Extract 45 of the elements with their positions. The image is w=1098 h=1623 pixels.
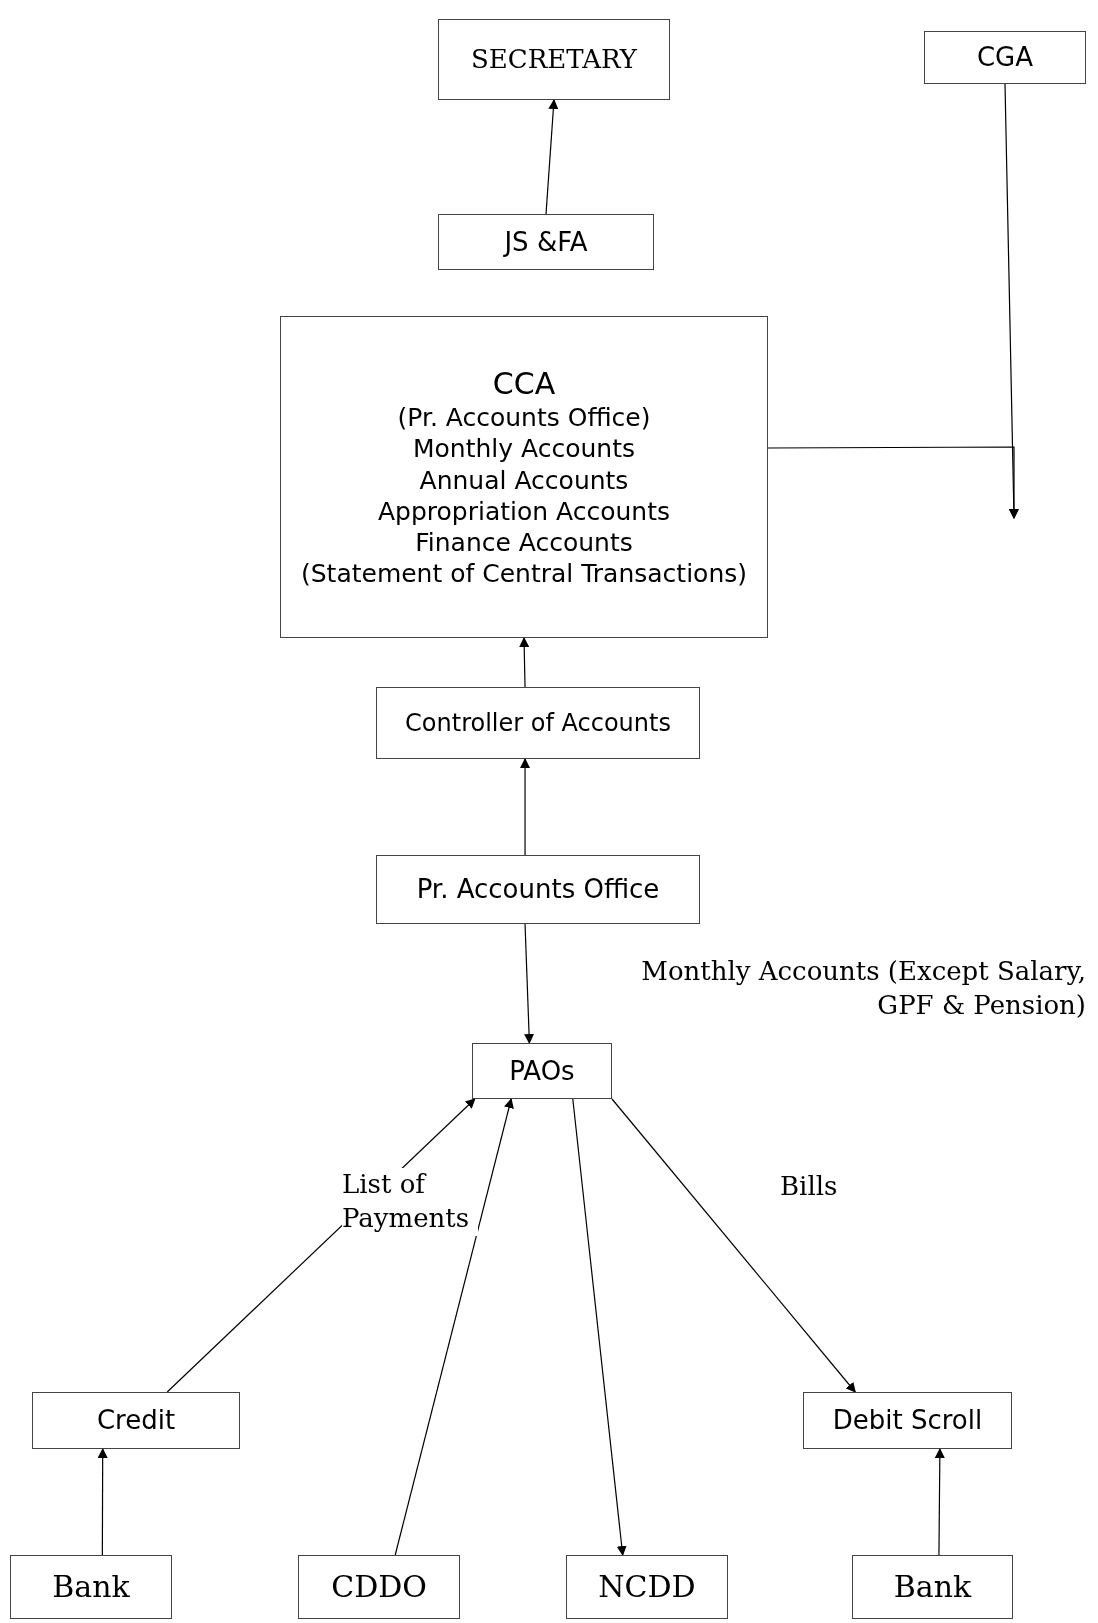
process-box <box>10 1555 172 1619</box>
box-title: JS &FA <box>504 225 588 259</box>
process-box <box>280 316 768 638</box>
process-box <box>376 855 700 924</box>
process-box <box>924 31 1086 84</box>
box-title: Controller of Accounts <box>405 708 671 738</box>
box-title: PAOs <box>509 1054 575 1088</box>
box-title: CCA <box>492 364 556 402</box>
process-box <box>438 214 654 270</box>
box-text: (Pr. Accounts Office) <box>397 402 651 434</box>
arrow <box>934 1448 945 1556</box>
process-box <box>803 1392 1012 1449</box>
box-title: NCDD <box>598 1568 696 1606</box>
box-text: Appropriation Accounts <box>377 495 671 527</box>
arrow <box>611 1098 856 1393</box>
arrow <box>394 1098 514 1556</box>
box-text: (Statement of Central Transactions) <box>300 558 748 590</box>
arrow <box>545 99 559 215</box>
flow-label: Bills <box>780 1170 839 1203</box>
box-text: Annual Accounts <box>419 464 629 496</box>
arrow <box>524 923 535 1044</box>
flow-label: List of Payments <box>342 1168 478 1236</box>
box-title: Debit Scroll <box>832 1404 983 1437</box>
process-box <box>298 1555 460 1619</box>
box-title: SECRETARY <box>471 43 637 76</box>
process-box <box>852 1555 1013 1619</box>
process-box <box>472 1043 612 1099</box>
box-title: Bank <box>893 1568 972 1606</box>
box-text: Monthly Accounts <box>413 433 635 465</box>
box-title: CDDO <box>331 1568 427 1606</box>
process-box <box>376 687 700 759</box>
arrow <box>97 1448 108 1556</box>
box-title: Credit <box>96 1404 176 1437</box>
box-text: Finance Accounts <box>415 527 633 559</box>
arrow <box>572 1098 627 1556</box>
process-box <box>566 1555 728 1619</box>
arrow <box>520 758 531 856</box>
note-text: Monthly Accounts (Except Salary, GPF & Pension) <box>640 955 1086 1022</box>
process-box <box>32 1392 240 1449</box>
box-title: Pr. Accounts Office <box>416 873 660 906</box>
process-box <box>438 19 670 100</box>
box-title: CGA <box>976 41 1034 74</box>
arrow <box>519 637 530 688</box>
arrow <box>767 446 1019 519</box>
box-title: Bank <box>52 1568 130 1606</box>
